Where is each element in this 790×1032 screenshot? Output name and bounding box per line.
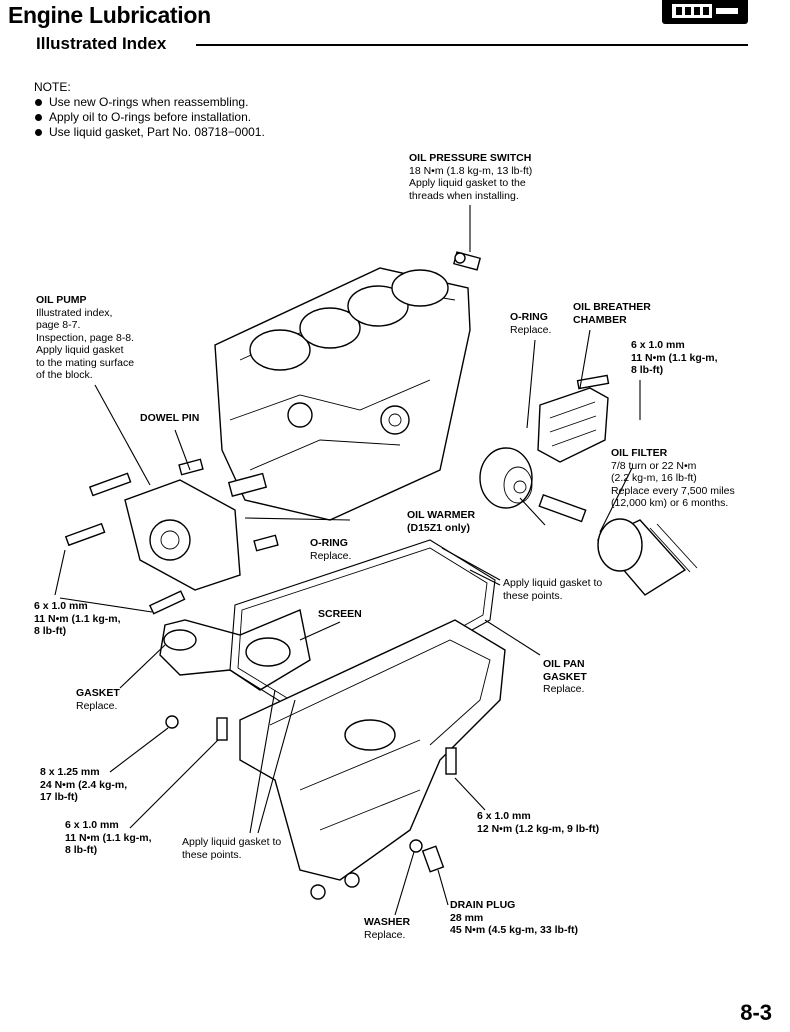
note-item: Apply oil to O-rings before installation… [34, 110, 265, 125]
page-subtitle: Illustrated Index [36, 34, 167, 53]
note-list: Use new O-rings when reassembling. Apply… [34, 95, 265, 140]
note-title: NOTE: [34, 80, 71, 94]
screen-label: SCREEN [318, 608, 362, 620]
oil-warmer [479, 447, 533, 509]
breather-bolt-spec: 6 x 1.0 mm 11 N•m (1.1 kg-m, 8 lb-ft) [631, 339, 718, 376]
oil-pump-label: OIL PUMP Illustrated index, page 8-7. In… [36, 294, 135, 381]
oil-pressure-switch-label: OIL PRESSURE SWITCH 18 N•m (1.8 kg-m, 13… [409, 152, 533, 202]
o-ring-mid-label: O-RING Replace. [310, 537, 352, 562]
note-item: Use new O-rings when reassembling. [34, 95, 265, 110]
oil-pan-gasket [229, 539, 496, 721]
pan-bolt-left-spec: 6 x 1.0 mm 11 N•m (1.1 kg-m, 8 lb-ft) [65, 819, 152, 856]
gasket-label: GASKET Replace. [76, 687, 120, 712]
oil-warmer-label: OIL WARMER (D15Z1 only) [407, 509, 476, 534]
drain-plug-label: DRAIN PLUG 28 mm 45 N•m (4.5 kg-m, 33 lb… [450, 899, 578, 936]
oil-pump [124, 479, 241, 591]
note-item: Use liquid gasket, Part No. 08718−0001. [34, 125, 265, 140]
title-rule [196, 44, 748, 46]
oil-pressure-switch [452, 251, 482, 271]
dowel-pin-label: DOWEL PIN [140, 412, 200, 424]
pan-bolt-right-spec: 6 x 1.0 mm 12 N•m (1.2 kg-m, 9 lb-ft) [477, 810, 600, 835]
washer-label: WASHER Replace. [364, 916, 411, 941]
page-title: Engine Lubrication [8, 2, 211, 28]
engine-section-icon [662, 0, 748, 24]
page-number: 8-3 [740, 1000, 772, 1025]
leader-lines [54, 205, 641, 916]
oil-filter-label: OIL FILTER 7/8 turn or 22 N•m (2.2 kg-m,… [611, 447, 735, 509]
oil-breather-chamber [537, 374, 610, 463]
oil-screen [159, 609, 311, 691]
oil-pan-gasket-label: OIL PAN GASKET Replace. [543, 658, 587, 695]
liquid-gasket-right-label: Apply liquid gasket to these points. [503, 577, 603, 602]
pump-bolt-spec: 6 x 1.0 mm 11 N•m (1.1 kg-m, 8 lb-ft) [34, 600, 121, 637]
oil-breather-chamber-label: OIL BREATHER CHAMBER [573, 301, 651, 326]
liquid-gasket-bottom-label: Apply liquid gasket to these points. [182, 836, 282, 861]
oil-filter [596, 518, 698, 596]
oil-pan [239, 619, 506, 881]
engine-block [214, 267, 471, 521]
o-ring-top-label: O-RING Replace. [510, 311, 552, 336]
nut-8x125-spec: 8 x 1.25 mm 24 N•m (2.4 kg-m, 17 lb-ft) [40, 766, 128, 803]
